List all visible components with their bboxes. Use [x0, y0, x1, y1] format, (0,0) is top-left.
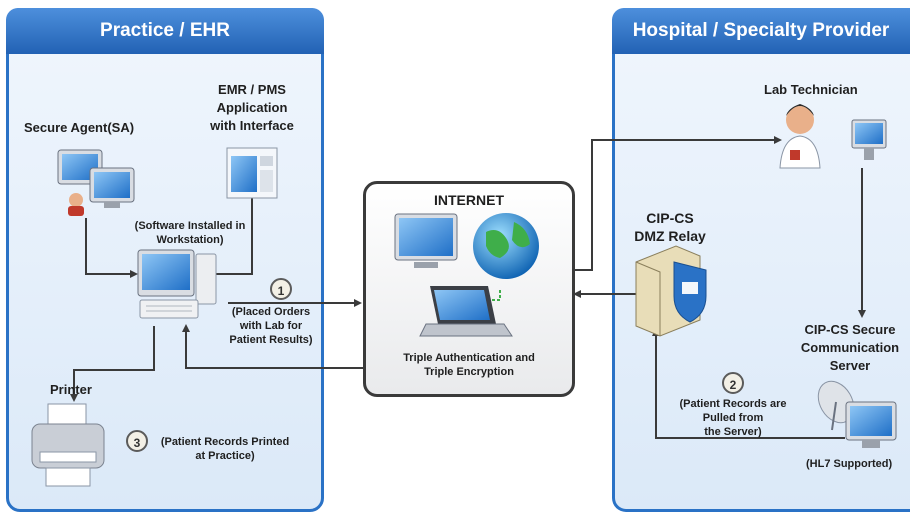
step-1-note-line2: with Lab for: [239, 320, 303, 332]
secure-agent-computers-icon: [57, 149, 135, 216]
hl7-label: (HL7 Supported): [806, 458, 893, 470]
dmz-label-line2: DMZ Relay: [634, 228, 706, 244]
hospital-title: Hospital / Specialty Provider: [612, 8, 910, 54]
step-2-note-line3: the Server): [704, 426, 762, 438]
printer-label: Printer: [50, 382, 92, 397]
workstation-icon: [137, 249, 217, 319]
secure-server-icon: [817, 380, 897, 448]
dmz-relay-server-icon: [635, 245, 707, 337]
internet-caption-line2: Triple Encryption: [424, 366, 514, 378]
lab-technician-label: Lab Technician: [764, 82, 858, 97]
internet-title: INTERNET: [434, 192, 504, 208]
secure-agent-label: Secure Agent(SA): [24, 120, 135, 135]
step-1-note-line3: Patient Results): [229, 334, 313, 346]
internet-devices-icon: [394, 213, 539, 337]
step-1-note-line1: (Placed Orders: [231, 306, 311, 318]
step-2-note-line1: (Patient Records are: [679, 398, 787, 410]
software-note-line2: Workstation): [156, 234, 224, 246]
emr-application-icon: [226, 147, 278, 199]
connector-lines: [70, 136, 866, 439]
secure-server-label-line1: CIP-CS Secure: [804, 322, 896, 337]
step-2-note-line2: Pulled from: [702, 412, 764, 424]
step-3-note-line2: at Practice): [195, 450, 255, 462]
software-note-line1: (Software Installed in: [134, 220, 246, 232]
emr-label-line1: EMR / PMS: [218, 82, 286, 97]
emr-label-line2: Application: [216, 100, 288, 115]
emr-label-line3: with Interface: [210, 118, 294, 133]
secure-server-label-line2: Communication: [800, 340, 900, 355]
internet-caption-line1: Triple Authentication and: [403, 352, 535, 364]
step-3-badge: 3: [126, 430, 148, 452]
step-1-badge: 1: [270, 278, 292, 300]
step-2-badge: 2: [722, 372, 744, 394]
printer-icon: [31, 403, 105, 487]
lab-technician-icon: [779, 104, 887, 169]
dmz-label-line1: CIP-CS: [646, 210, 694, 226]
step-3-note-line1: (Patient Records Printed: [160, 436, 290, 448]
secure-server-label-line3: Server: [829, 358, 871, 373]
practice-title: Practice / EHR: [6, 8, 324, 54]
